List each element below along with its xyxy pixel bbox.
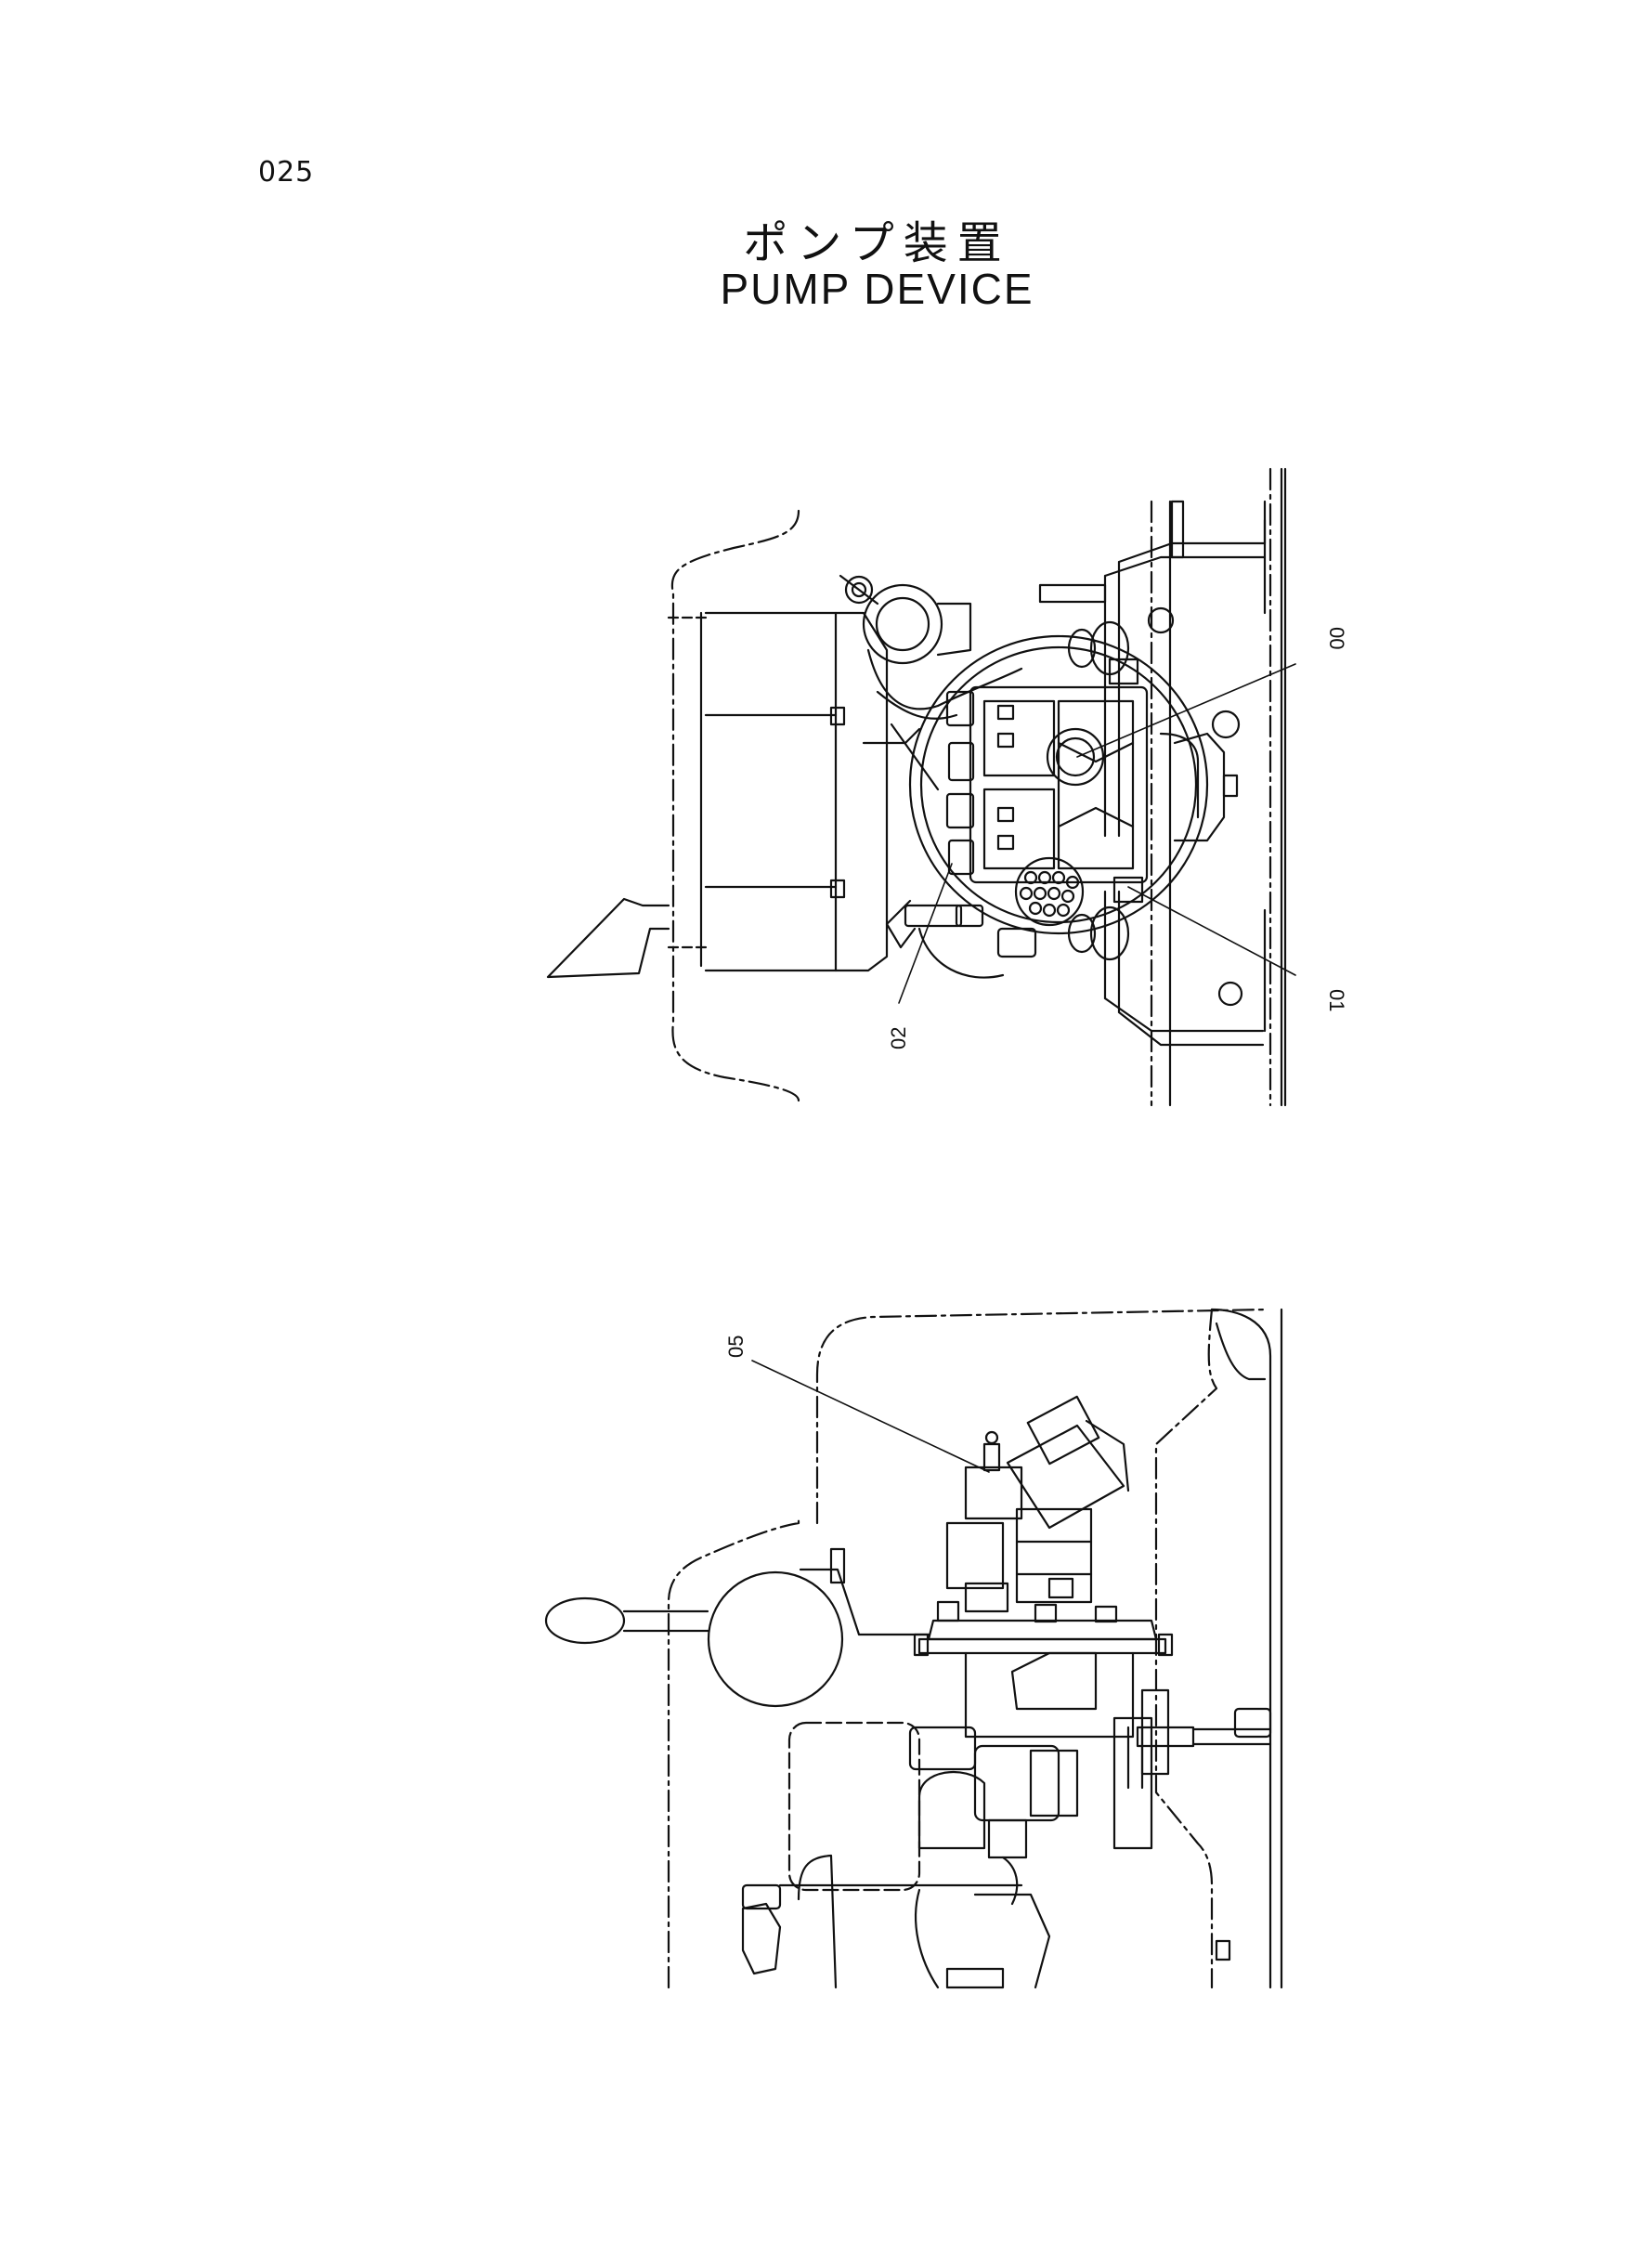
top-view-hoses (862, 648, 1023, 791)
side-view-lower-parts (741, 1688, 1272, 1989)
top-view-tank-block (667, 611, 889, 972)
side-view-body-outline (667, 1308, 1269, 1989)
top-view (546, 467, 1296, 1107)
top-view-outer-outline (670, 509, 800, 1102)
side-view-flange (913, 1600, 1174, 1657)
callout-02: 02 (887, 1027, 910, 1049)
side-view-tank (544, 1547, 930, 1708)
side-view-engine (787, 1651, 1153, 1892)
callout-01: 01 (1325, 989, 1348, 1011)
callout-00: 00 (1325, 627, 1348, 649)
page-number: 025 (258, 156, 315, 189)
callout-05: 05 (724, 1335, 748, 1358)
top-view-hole-lower (1217, 981, 1243, 1007)
top-view-damper-mounts (1067, 620, 1239, 961)
top-view-upper-bracket (1103, 518, 1267, 838)
top-view-bracket-plate (1170, 500, 1185, 559)
side-view-pump (945, 1395, 1130, 1613)
top-view-frame-rails (1150, 467, 1287, 1107)
top-view-filter-cluster (1014, 856, 1085, 927)
top-view-valve-ports (945, 658, 1144, 904)
page-title-english: PUMP DEVICE (720, 265, 1034, 313)
page-title-japanese: ポンプ装置 (743, 217, 1011, 269)
top-view-hole-mid (1211, 710, 1241, 739)
top-view-pump-housing (908, 634, 1209, 935)
top-view-callout-leaders (898, 663, 1296, 1004)
top-view-exhaust-pipe (546, 897, 670, 979)
top-view-lower-bracket (1103, 890, 1265, 1047)
top-view-air-cleaner (839, 574, 972, 665)
side-view-callout-leader (751, 1360, 990, 1473)
top-view-upper-plate (1038, 583, 1107, 604)
top-view-hole-upper (1147, 606, 1175, 634)
side-view-inner-frame (1154, 1308, 1218, 1989)
side-view-right-frame (1210, 1308, 1283, 1989)
top-view-lower-components (885, 899, 1037, 979)
side-view (544, 1308, 1283, 1989)
